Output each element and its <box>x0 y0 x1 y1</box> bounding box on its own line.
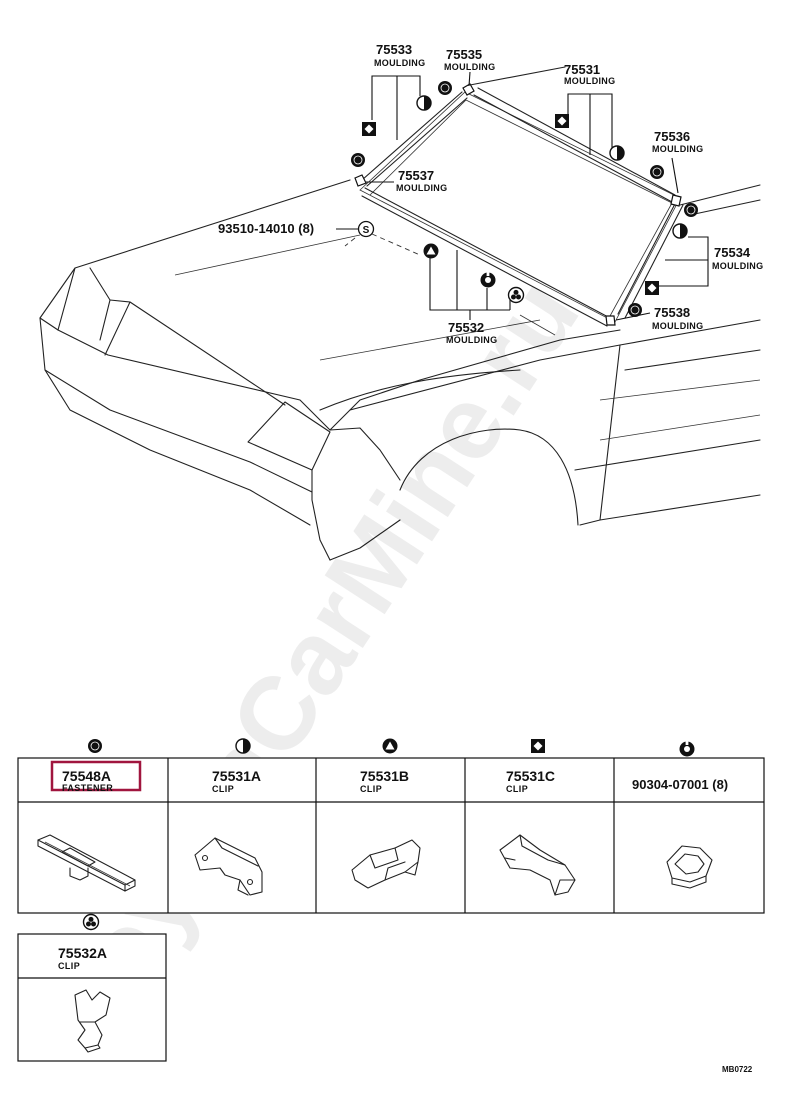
clip-75531b-drawing <box>351 839 421 889</box>
moulding-75534-strip <box>617 199 684 319</box>
half-circle-icon <box>672 223 688 239</box>
clip-75532a-drawing <box>74 989 111 1053</box>
table-cell-75531A: 75531A CLIP <box>212 768 261 794</box>
callout-desc: MOULDING <box>446 335 497 345</box>
callout-part-number: 75537 <box>398 168 434 183</box>
diamond-in-square-icon <box>362 122 376 136</box>
callout-part-number: 75532 <box>448 320 484 335</box>
moulding-75537-piece <box>354 174 367 187</box>
callout-75537: 75537 MOULDING <box>366 168 447 193</box>
callout-desc: MOULDING <box>712 261 763 271</box>
table-part-desc: CLIP <box>212 784 234 794</box>
fastener-75548a-drawing <box>37 834 136 892</box>
table-cell-75548A: 75548A FASTENER <box>50 760 142 793</box>
table-part-number: 75532A <box>58 945 107 961</box>
windshield-mouldings <box>354 83 684 327</box>
table-cell-75531C: 75531C CLIP <box>506 768 555 794</box>
clip-75531c-drawing <box>499 834 576 896</box>
highlight-box <box>50 760 142 792</box>
trefoil-icon <box>82 913 100 931</box>
callout-desc: MOULDING <box>396 183 447 193</box>
triangle-in-circle-icon <box>382 738 398 754</box>
table-part-desc: FASTENER <box>62 783 113 793</box>
callout-75534: 75534 MOULDING <box>645 223 763 295</box>
callout-part-number: 75531 <box>564 62 600 77</box>
table-part-number: 90304-07001 (8) <box>632 777 728 792</box>
half-circle-icon <box>235 738 251 754</box>
table-part-number: 75531C <box>506 768 555 784</box>
table-part-desc: CLIP <box>58 961 80 971</box>
moulding-75531-strip <box>473 87 676 203</box>
callout-part-number: 93510-14010 (8) <box>218 221 314 236</box>
diamond-in-square-icon <box>555 114 569 128</box>
parts-table-frame <box>17 757 765 914</box>
callout-desc: MOULDING <box>652 144 703 154</box>
table-cell-75531B: 75531B CLIP <box>360 768 409 794</box>
callout-75536: 75536 MOULDING <box>652 129 703 194</box>
solid-circle-icon <box>437 80 453 96</box>
callout-desc: MOULDING <box>444 62 495 72</box>
moulding-75535-piece <box>462 83 475 96</box>
parts-table-frame-2 <box>17 933 167 1062</box>
table-part-number: 75548A <box>62 768 111 784</box>
solid-circle-icon <box>627 302 643 318</box>
diamond-in-square-icon <box>645 281 659 295</box>
nut-90304-drawing <box>666 845 713 889</box>
table-cell-90304-07001: 90304-07001 (8) <box>632 777 728 792</box>
table-part-number: 75531B <box>360 768 409 784</box>
moulding-75538-piece <box>605 315 616 326</box>
moulding-75533-strip <box>361 91 468 187</box>
table-part-desc: CLIP <box>360 784 382 794</box>
solid-circle-icon <box>649 164 665 180</box>
solid-circle-icon <box>350 152 366 168</box>
callout-desc: MOULDING <box>374 58 425 68</box>
callout-desc: MOULDING <box>652 321 703 331</box>
callout-93510-14010: 93510-14010 (8) S <box>218 220 421 256</box>
callout-part-number: 75533 <box>376 42 412 57</box>
solid-circle-icon <box>87 738 103 754</box>
table-cell-75532A: 75532A CLIP <box>58 945 107 971</box>
callout-75532: 75532 MOULDING <box>423 243 525 345</box>
table-part-desc: CLIP <box>506 784 528 794</box>
clip-75531a-drawing <box>194 837 263 896</box>
callout-desc: MOULDING <box>564 76 615 86</box>
callout-part-number: 75534 <box>714 245 751 260</box>
callout-part-number: 75536 <box>654 129 690 144</box>
moulding-75532-strip <box>361 187 611 327</box>
screw-marker-icon <box>357 220 375 238</box>
callout-75533: 75533 MOULDING <box>362 42 432 140</box>
moulding-75536-piece <box>670 194 682 207</box>
screw-marker-label: S <box>363 225 370 236</box>
triangle-in-circle-icon <box>423 243 439 259</box>
half-circle-icon <box>416 95 432 111</box>
diagram-code: MB0722 <box>722 1065 753 1074</box>
half-circle-icon <box>609 145 625 161</box>
callout-part-number: 75538 <box>654 305 690 320</box>
parts-table: 75548A FASTENER 75531A CLIP 75531B CLIP … <box>17 738 765 1062</box>
callout-75535: 75535 MOULDING <box>444 47 495 87</box>
table-part-number: 75531A <box>212 768 261 784</box>
solid-circle-icon <box>683 202 699 218</box>
diamond-in-square-icon <box>531 739 545 753</box>
ring-icon <box>679 741 695 757</box>
callout-part-number: 75535 <box>446 47 482 62</box>
callout-75531: 75531 MOULDING <box>555 62 625 161</box>
